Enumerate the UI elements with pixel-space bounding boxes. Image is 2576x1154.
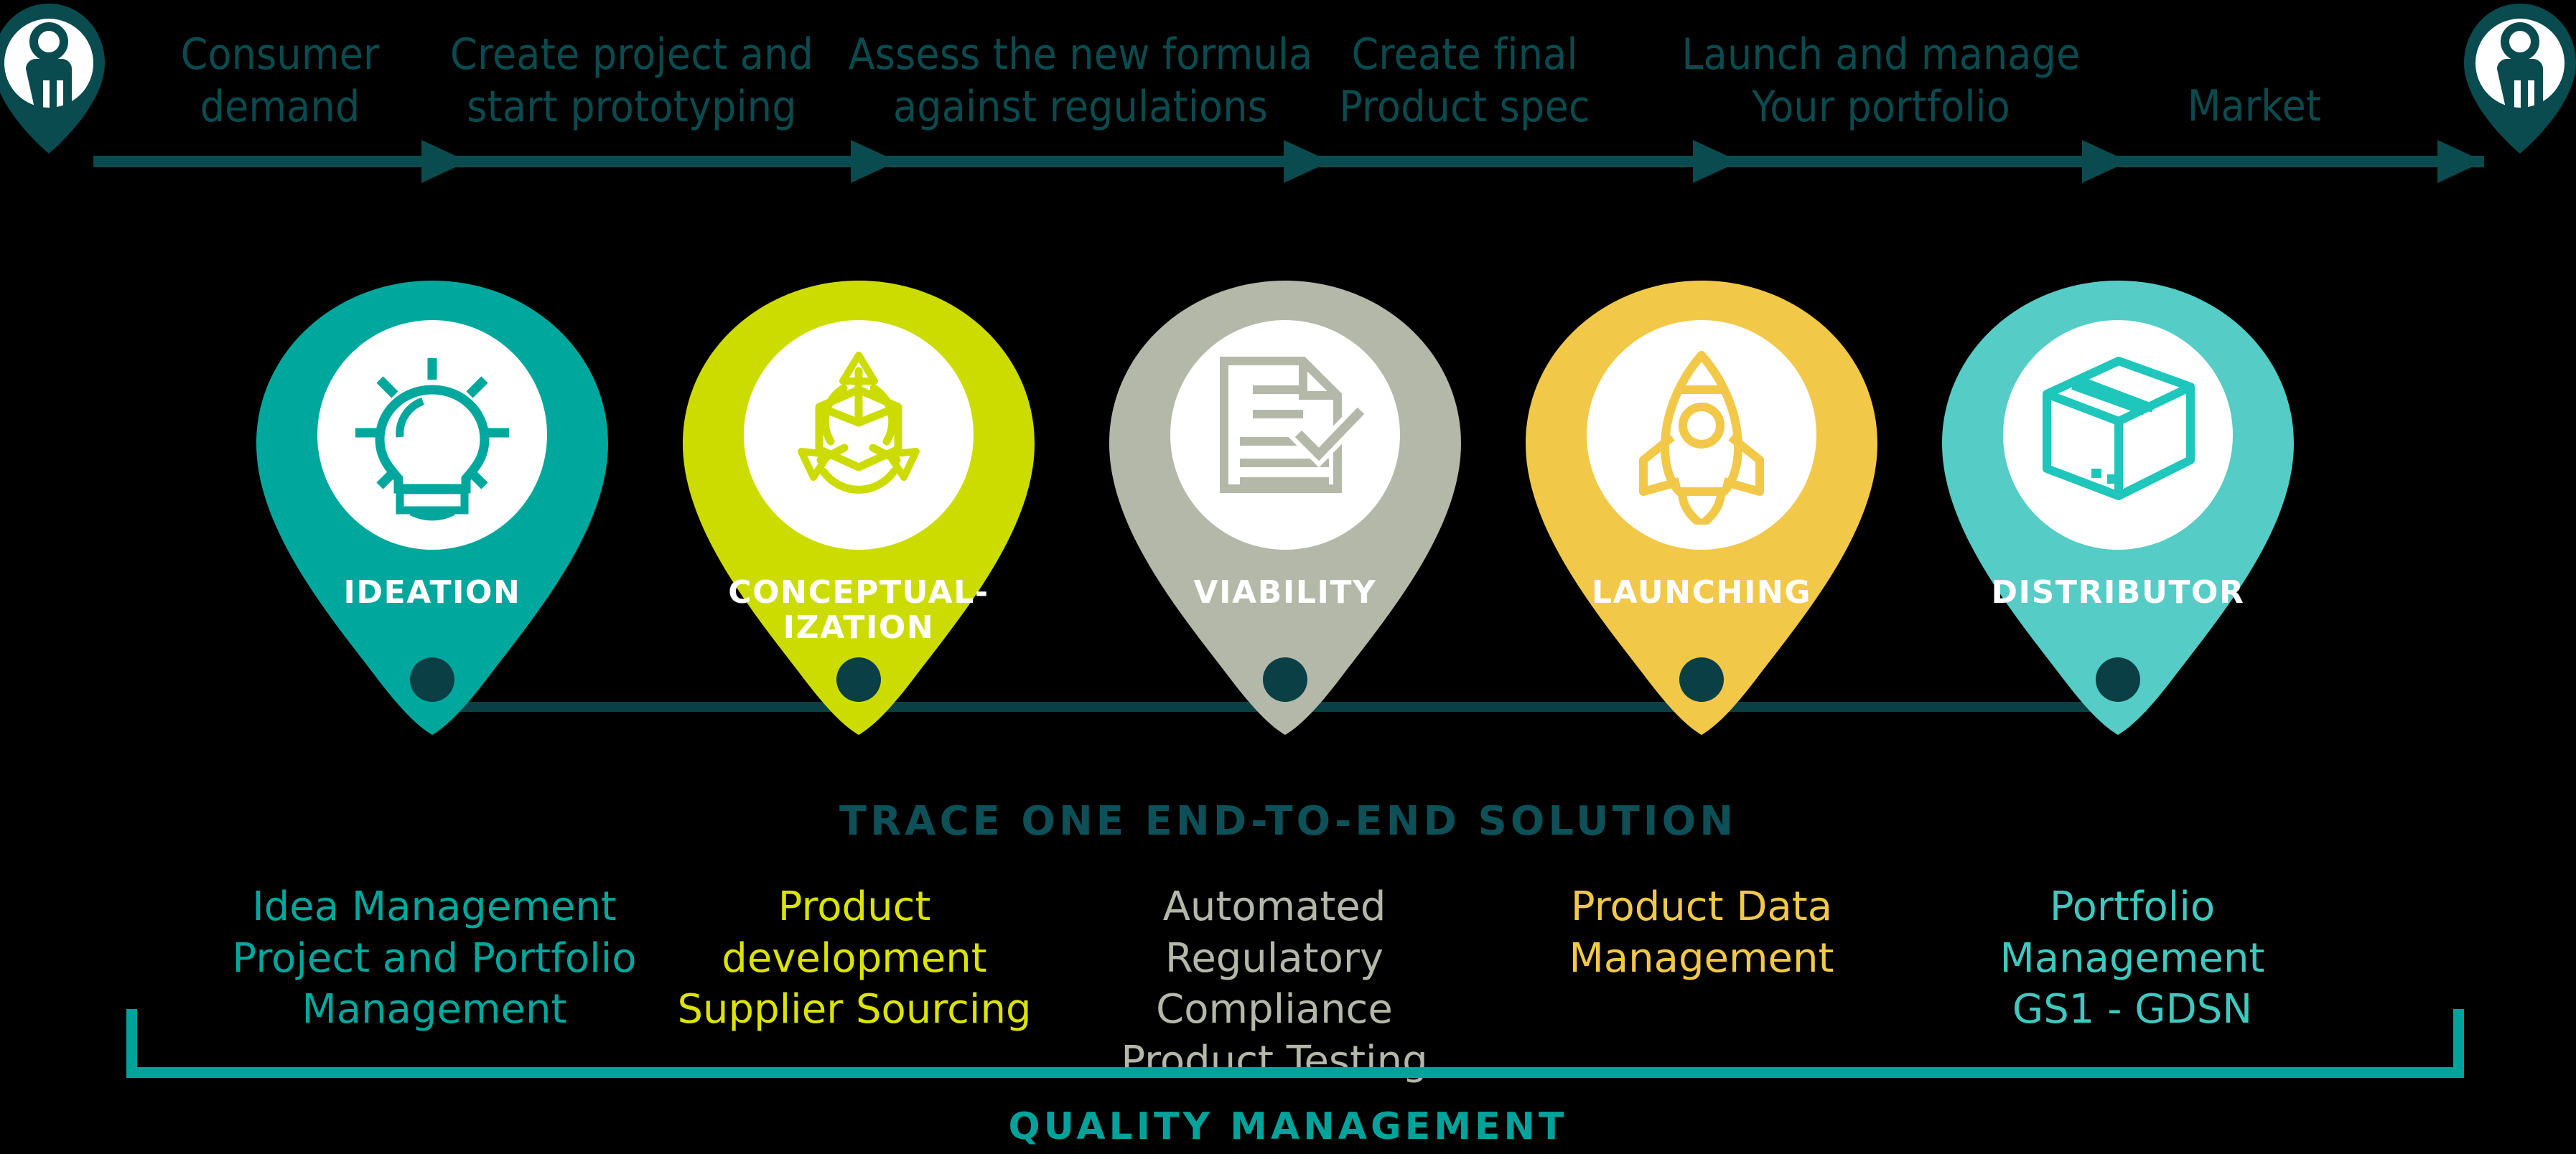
pin-icon-disc [1170, 320, 1400, 550]
pin-connector-dot [1679, 657, 1724, 702]
stage-pin-conceptualization[interactable]: CONCEPTUAL- IZATION [679, 277, 1038, 740]
pin-label-distributor: DISTRIBUTOR [1991, 574, 2245, 611]
timeline-arrow-rail [93, 140, 2484, 183]
3d-cube-cycle-icon [798, 352, 920, 494]
timeline-step-label-4: Create final Product spec [1339, 29, 1590, 133]
pin-icon-disc [317, 320, 547, 550]
solution-title: TRACE ONE END-TO-END SOLUTION [839, 798, 1737, 845]
timeline-step-label-6: Market [2187, 81, 2322, 131]
lightbulb-icon [355, 358, 509, 521]
timeline-end-person-pin-icon [2463, 1, 2576, 156]
stage-pin-ideation[interactable]: IDEATION [253, 277, 612, 740]
pin-label-conceptualization: CONCEPTUAL- IZATION [728, 574, 989, 647]
timeline-step-label-2: Create project and start prototyping [450, 29, 813, 133]
timeline-step-label-5: Launch and manage Your portfolio [1681, 29, 2081, 133]
capability-distributor: Portfolio Management GS1 - GDSN [1999, 883, 2265, 1033]
quality-title: QUALITY MANAGEMENT [1008, 1105, 1568, 1148]
rocket-icon [1639, 351, 1764, 525]
quality-bracket [126, 1009, 2464, 1078]
pin-connector-dot [2096, 657, 2140, 702]
pin-label-ideation: IDEATION [343, 574, 521, 611]
timeline-step-label-3: Assess the new formula against regulatio… [848, 29, 1313, 133]
pin-connector-dot [1263, 657, 1307, 702]
capability-conceptualization: Product development Supplier Sourcing [677, 883, 1032, 1033]
document-check-icon [1220, 357, 1371, 493]
stage-pin-launching[interactable]: LAUNCHING [1522, 277, 1881, 740]
stage-pin-distributor[interactable]: DISTRIBUTOR [1938, 277, 2297, 740]
pin-icon-disc [1587, 320, 1816, 550]
pin-icon-disc [2003, 320, 2233, 550]
pin-label-viability: VIABILITY [1193, 574, 1377, 611]
stage-pin-viability[interactable]: VIABILITY [1106, 277, 1465, 740]
pin-icon-disc [744, 320, 974, 550]
pin-connector-dot [410, 657, 454, 702]
pin-connector-dot [836, 657, 881, 702]
timeline-step-label-1: Consumer demand [180, 29, 380, 133]
capability-ideation: Idea Management Project and Portfolio Ma… [232, 883, 637, 1033]
timeline-start-person-pin-icon [0, 1, 106, 156]
capability-launching: Product Data Management [1569, 883, 1834, 982]
pin-label-launching: LAUNCHING [1591, 574, 1812, 611]
shipping-box-icon [2043, 357, 2195, 500]
capability-viability: Automated Regulatory Compliance Product … [1121, 883, 1428, 1085]
